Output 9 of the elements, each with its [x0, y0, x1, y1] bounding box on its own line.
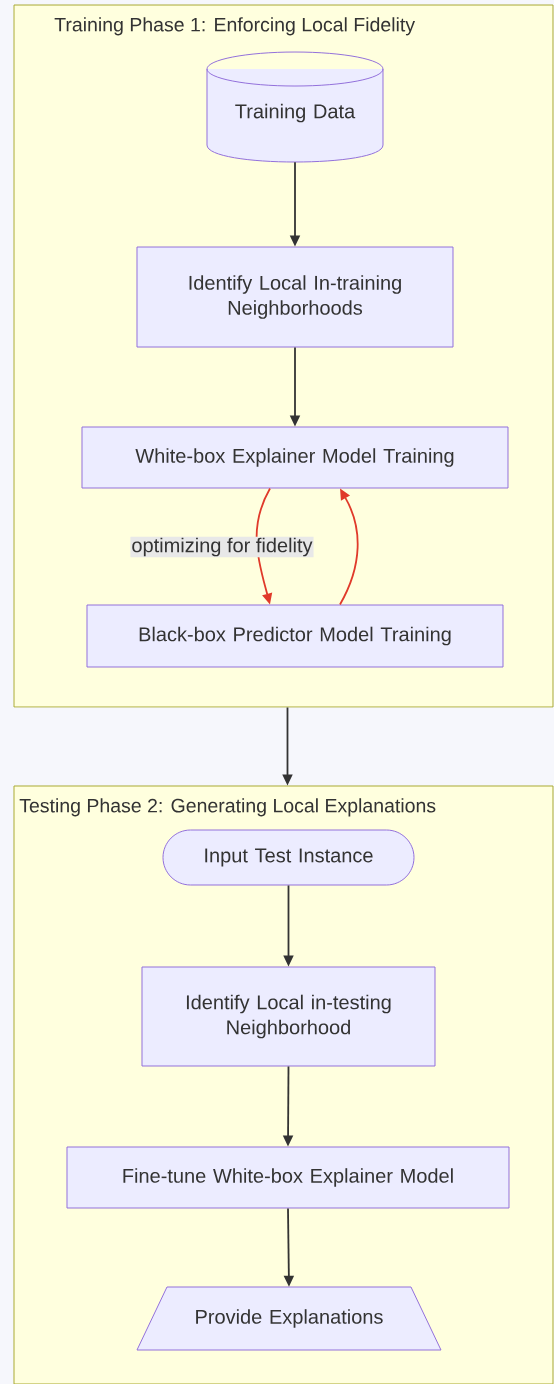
- process-box: Black-box Predictor Model Training: [86, 604, 504, 668]
- database-cylinder: Training Data: [206, 51, 384, 163]
- start-terminal: Input Test Instance: [162, 829, 415, 886]
- edge-label: optimizing for fidelity: [130, 536, 314, 558]
- output-trapezium: Provide Explanations: [136, 1286, 442, 1351]
- process-box: White-box Explainer Model Training: [81, 426, 509, 489]
- process-box: Identify Local In-training Neighborhoods: [136, 246, 454, 348]
- process-box: Identify Local in-testing Neighborhood: [141, 966, 436, 1067]
- process-box: Fine-tune White-box Explainer Model: [66, 1146, 510, 1209]
